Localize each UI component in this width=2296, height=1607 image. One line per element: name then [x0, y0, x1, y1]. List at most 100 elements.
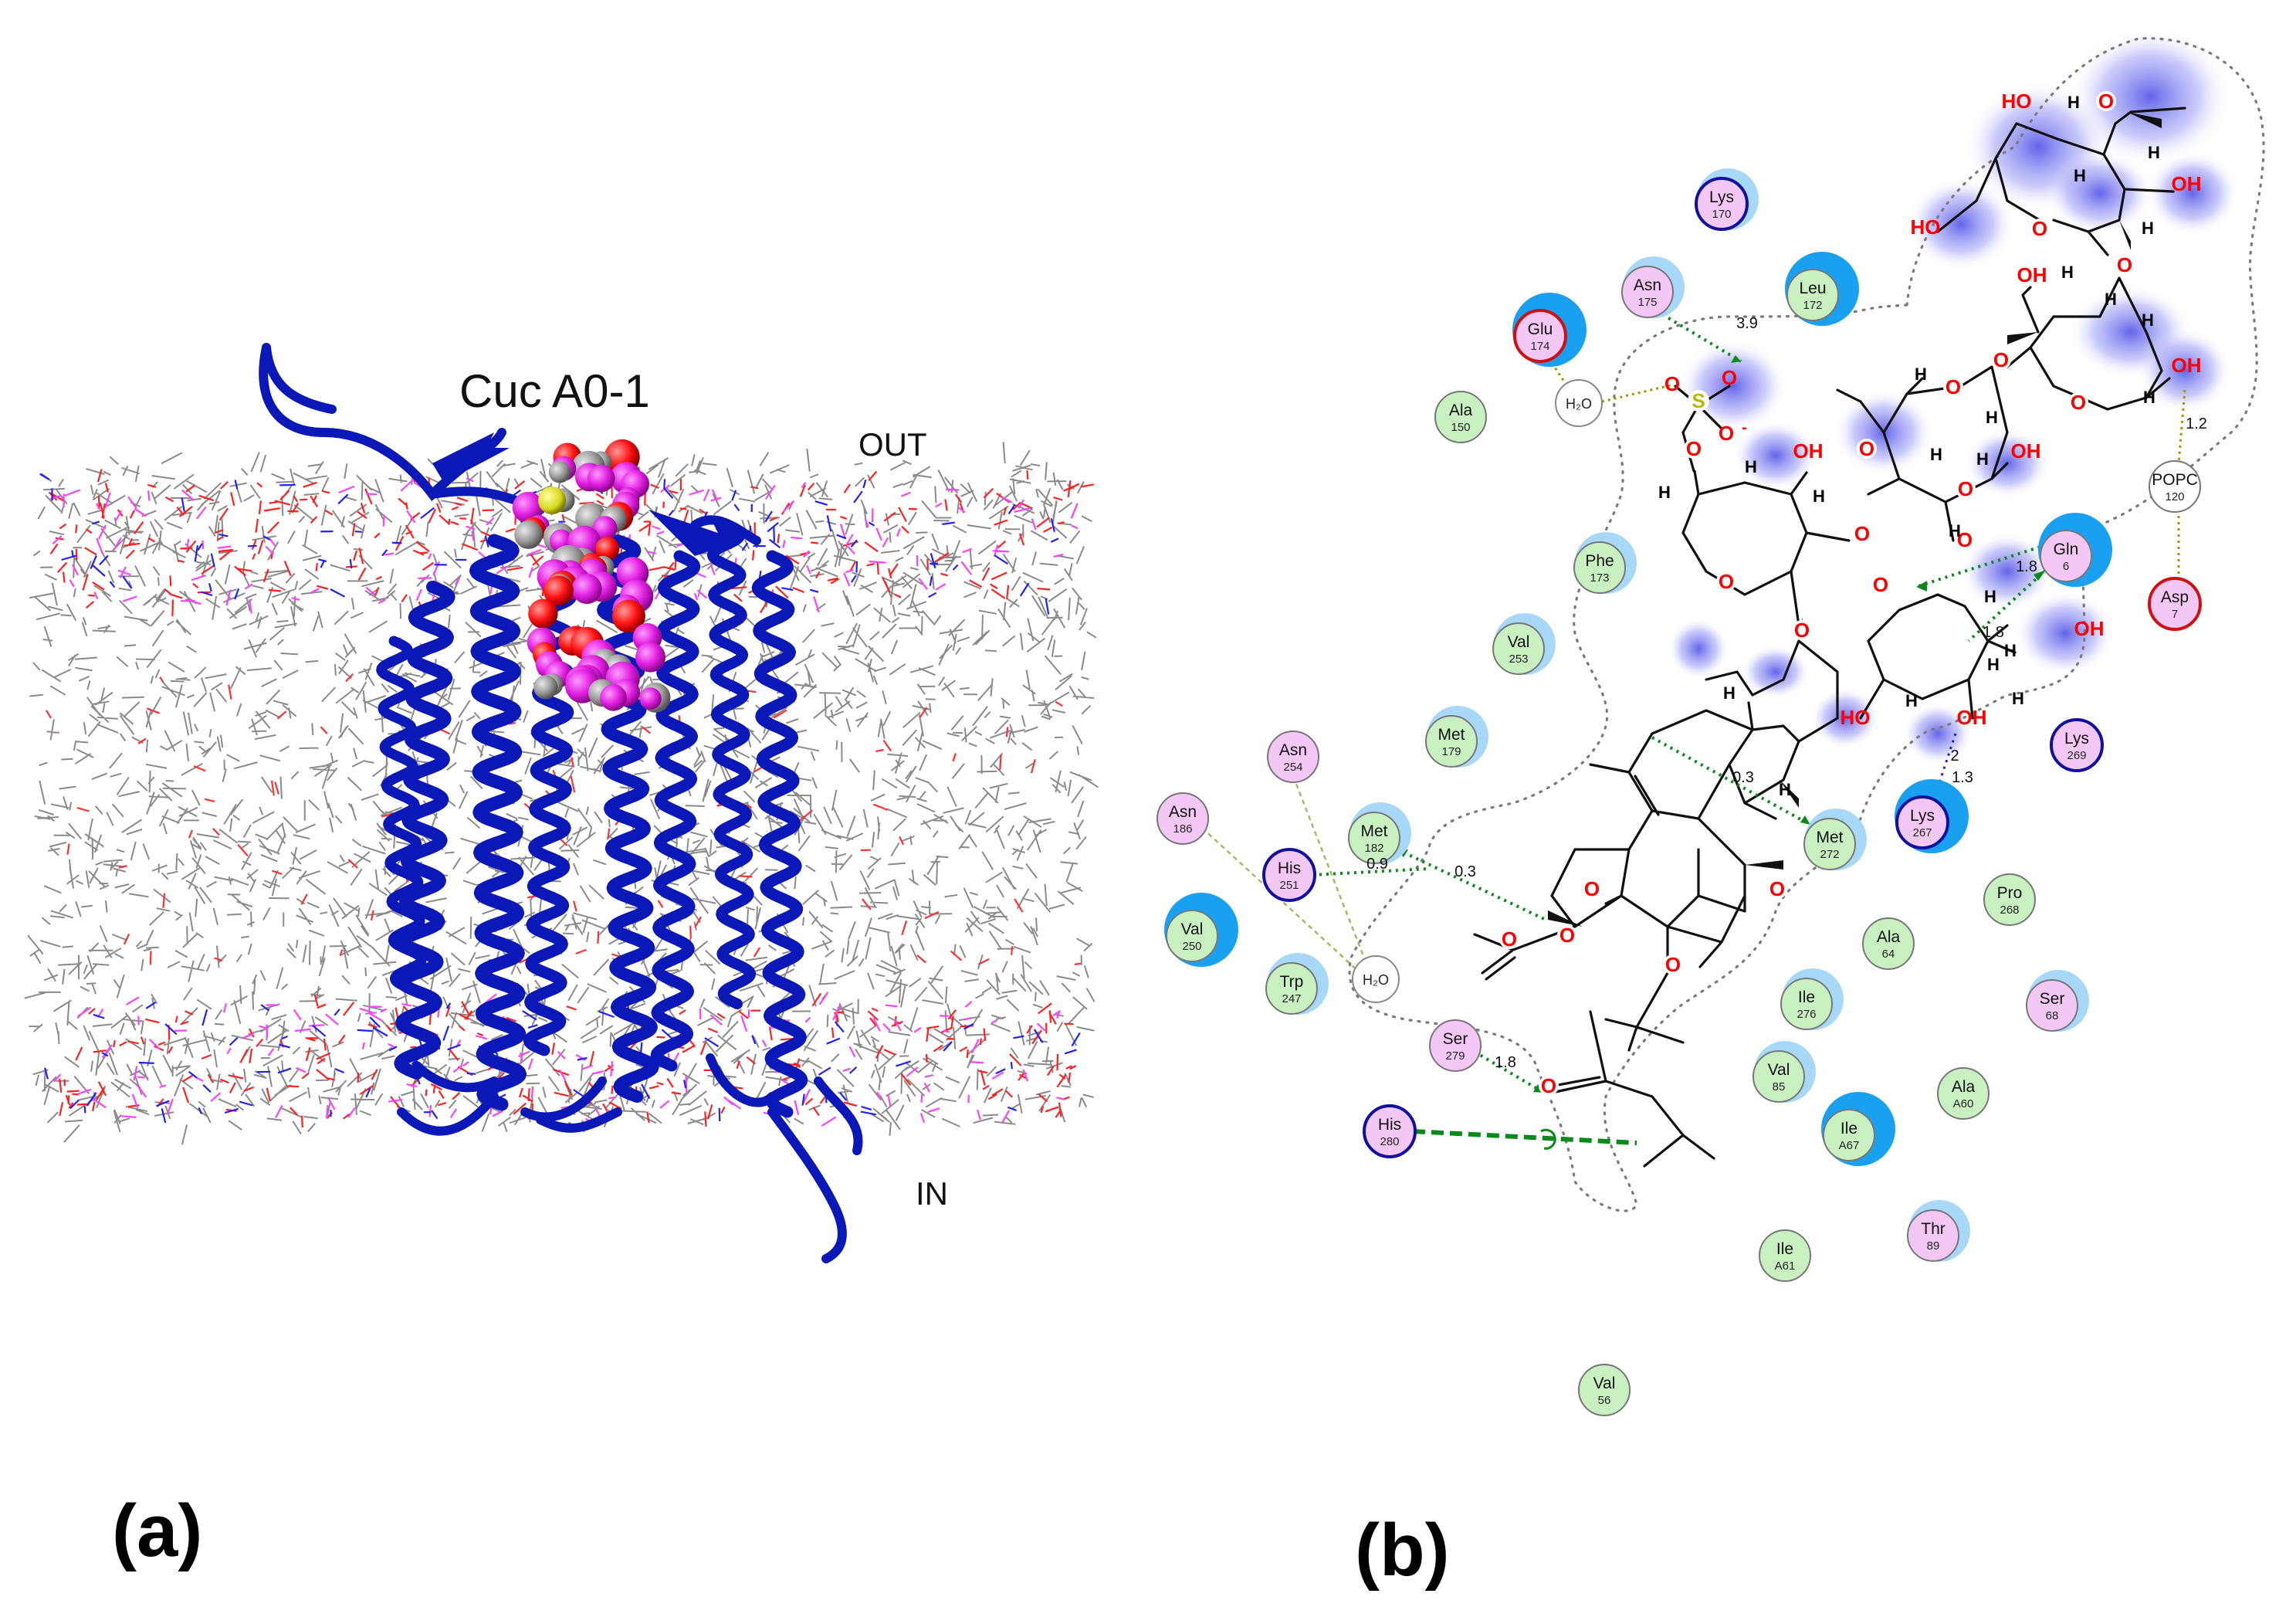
- ligand-atom-sphere: [528, 598, 558, 629]
- atom-backdrop: [1539, 1076, 1559, 1096]
- hydroxyl-label: HO: [2002, 90, 2032, 113]
- hydroxyl-label: OH: [1793, 439, 1824, 463]
- residue-circle: [1983, 873, 2036, 926]
- residue-name: Val: [1508, 633, 1530, 651]
- loop: [520, 1076, 607, 1122]
- water-disc: [1352, 955, 1400, 1003]
- residue-circle: [1267, 731, 1319, 783]
- oxygen-label: O: [2117, 253, 2132, 276]
- residue-name: Gln: [2054, 541, 2079, 558]
- water-disc: [1555, 379, 1603, 427]
- residue-number: 173: [1590, 571, 1609, 585]
- hydroxyl-label: HO: [1911, 215, 1941, 239]
- residue-number: 172: [1803, 299, 1822, 312]
- distance-label: 2: [1950, 748, 1959, 765]
- oxygen-label: O: [1794, 619, 1810, 642]
- ligand-atom-sphere: [548, 461, 571, 483]
- residue-circle: [1513, 309, 1567, 363]
- residue-number: 64: [1882, 948, 1895, 961]
- oxygen-label: O: [1946, 375, 1961, 398]
- hydrogen-label: H: [1723, 683, 1736, 703]
- membrane-protein-panel: Cuc A0-1 OUT IN (a): [24, 343, 1099, 1572]
- atom-backdrop: [2030, 219, 2050, 239]
- helix: [751, 550, 808, 1118]
- helix: [394, 581, 455, 1080]
- ligand-atom-sphere: [533, 675, 558, 700]
- ligand-atom-sphere: [571, 574, 602, 605]
- residue-name: Trp: [1280, 973, 1304, 991]
- hydrogen-label: H: [1905, 691, 1918, 710]
- residue-circle: [2040, 530, 2092, 582]
- oxygen-label: O: [1686, 437, 1702, 460]
- hydrogen-label: H: [2105, 290, 2117, 309]
- wedge-bond: [2127, 112, 2162, 128]
- oxygen-label: O: [2032, 217, 2047, 240]
- oxygen-label: O: [1719, 570, 1734, 593]
- oxygen-label: O: [1957, 528, 1973, 551]
- atom-backdrop: [1767, 879, 1787, 899]
- residue-number: 269: [2067, 749, 2086, 762]
- sulfate-oxygen: O: [1719, 422, 1734, 445]
- sulfate-charge: -: [1742, 419, 1747, 436]
- distance-label: 0.9: [1366, 856, 1388, 873]
- hydrogen-label: H: [1930, 445, 1942, 464]
- oxygen-label: O: [1993, 348, 2009, 371]
- residue-circle: [1803, 818, 1856, 870]
- oxygen-label: O: [1559, 924, 1575, 947]
- atom-backdrop: [1955, 530, 1975, 550]
- hydrogen-label: H: [1779, 780, 1791, 799]
- helix: [706, 520, 757, 1009]
- distance-label: 0.3: [1732, 769, 1754, 786]
- residue-name: Lys: [1910, 807, 1935, 825]
- hydrogen-label: H: [1915, 364, 1927, 384]
- hydrogen-label: H: [2067, 93, 2080, 112]
- atom-backdrop: [1663, 954, 1683, 975]
- sulfate-oxygen: O: [1722, 366, 1737, 389]
- residue-name: Val: [1768, 1061, 1790, 1079]
- atom-backdrop: [1871, 575, 1891, 595]
- hydrogen-label: H: [1987, 655, 2000, 674]
- ligand-atom-sphere: [514, 520, 543, 549]
- residue-name: Lys: [1709, 188, 1734, 206]
- atom-backdrop: [1943, 377, 1963, 397]
- oxygen-label: O: [1584, 877, 1600, 900]
- ligand-atom-sphere: [600, 684, 627, 711]
- residue-circle: [1425, 715, 1478, 768]
- atom-backdrop: [1857, 439, 1877, 459]
- atom-backdrop: [2096, 91, 2116, 111]
- residue-circle: [1786, 269, 1839, 321]
- residue-number: 68: [2046, 1009, 2059, 1022]
- panel-b-letter: (b): [1355, 1509, 1450, 1592]
- lipid-bilayer: [24, 442, 1099, 1145]
- residue-circle: [1578, 1364, 1631, 1416]
- hydrogen-label: H: [1658, 483, 1671, 502]
- residue-number: 186: [1173, 822, 1192, 836]
- in-label: IN: [916, 1175, 948, 1212]
- residue-name: Ile: [1798, 988, 1815, 1006]
- water-label: H₂O: [1566, 396, 1592, 412]
- ligand-atom-sphere: [635, 642, 665, 673]
- residue-number: 182: [1364, 842, 1383, 855]
- lipid-headgroups: [48, 465, 1094, 618]
- loop: [814, 1076, 863, 1155]
- residue-circle: [1156, 792, 1209, 845]
- hydrogen-label: H: [1984, 587, 1996, 606]
- panel-a-letter: (a): [112, 1490, 202, 1572]
- residue-circle: [1348, 812, 1400, 864]
